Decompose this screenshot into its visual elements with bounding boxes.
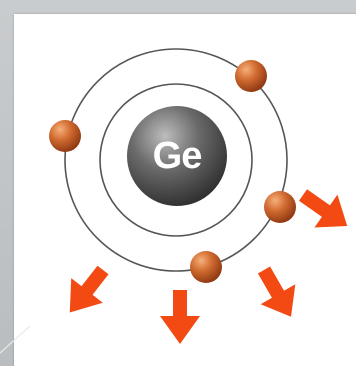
nucleus-label: Ge: [152, 135, 203, 177]
electron: [190, 251, 222, 283]
arrow: [69, 265, 109, 313]
electron: [235, 60, 267, 92]
nucleus: [127, 106, 227, 206]
arrow: [257, 266, 296, 317]
corner-line: [0, 325, 31, 354]
outer-orbit: [64, 48, 288, 272]
inner-orbit: [99, 83, 253, 237]
arrow: [298, 189, 348, 228]
electron: [264, 191, 296, 223]
electron: [49, 120, 81, 152]
arrow: [160, 290, 200, 344]
